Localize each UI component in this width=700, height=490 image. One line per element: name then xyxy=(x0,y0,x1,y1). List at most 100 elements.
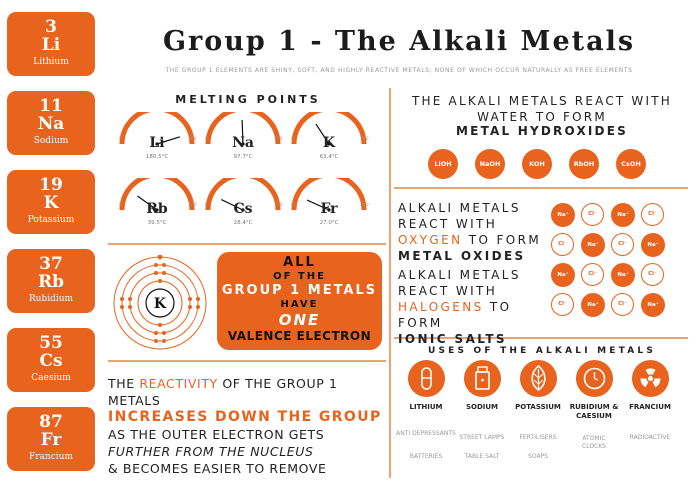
valence-line-1: ALL xyxy=(283,255,316,270)
hydroxide-badge: NaOH xyxy=(475,149,505,179)
sodium-ion: Na⁺ xyxy=(611,263,635,287)
atomic-number: 55 xyxy=(39,333,63,353)
element-symbol: Li xyxy=(41,35,61,55)
element-name: Potassium xyxy=(27,215,75,225)
sodium-ion: Na⁺ xyxy=(551,263,575,287)
melting-gauge-rb: 0 200 Rb 39.5°C xyxy=(117,178,197,240)
gauge-min: 0 xyxy=(119,203,122,208)
gauge-symbol: K xyxy=(322,135,336,151)
use-desc: TABLE SALT xyxy=(464,453,500,460)
chloride-ion: Cl⁻ xyxy=(611,293,634,316)
gauge-min: 0 xyxy=(291,137,294,142)
gauge-max: 200 xyxy=(360,137,369,142)
chloride-ion: Cl⁻ xyxy=(551,293,574,316)
use-name: FRANCIUM xyxy=(629,403,671,411)
gauge-value: 180.5°C xyxy=(145,154,169,160)
chloride-ion: Cl⁻ xyxy=(581,263,604,286)
gauge-min: 0 xyxy=(119,137,122,142)
reactivity-text: FURTHER FROM THE NUCLEUS xyxy=(108,444,314,459)
valence-line-3: GROUP 1 METALS xyxy=(221,283,378,298)
element-symbol: Rb xyxy=(37,272,64,292)
chloride-ion: Cl⁻ xyxy=(641,263,664,286)
sodium-ion: Na⁺ xyxy=(551,203,575,227)
use-desc: STREET LAMPS xyxy=(459,434,505,441)
element-symbol: Fr xyxy=(40,430,62,450)
element-symbol: Cs xyxy=(39,351,63,371)
uses-title: USES OF THE ALKALI METALS xyxy=(427,346,657,356)
sodium-ion: Na⁺ xyxy=(581,293,605,317)
gauge-max: 200 xyxy=(188,203,197,208)
element-tile-caesium: 55 Cs Caesium xyxy=(7,328,95,392)
gauge-dial xyxy=(205,112,281,146)
valence-electron-callout: ALL OF THE GROUP 1 METALS HAVE ONE VALEN… xyxy=(217,252,382,350)
divider-horizontal xyxy=(394,337,688,339)
reactivity-text: AS THE OUTER ELECTRON GETS xyxy=(108,427,325,442)
oxides-statement: ALKALI METALS REACT WITH OXYGEN TO FORM … xyxy=(398,200,548,264)
atomic-number: 19 xyxy=(39,175,63,195)
use-name: RUBIDIUM & CAESIUM xyxy=(569,403,619,420)
hydroxide-badge: RbOH xyxy=(569,149,599,179)
valence-line-4: HAVE xyxy=(280,299,319,310)
element-symbol: K xyxy=(43,193,59,213)
chloride-ion: Cl⁻ xyxy=(611,233,634,256)
gauge-value: 27.0°C xyxy=(319,220,339,226)
valence-line-2: OF THE xyxy=(273,271,326,282)
use-name: SODIUM xyxy=(465,403,499,411)
hydroxide-badge: KOH xyxy=(522,149,552,179)
hydroxides-line-2: WATER TO FORM xyxy=(477,110,607,124)
gauge-max: 200 xyxy=(274,137,283,142)
element-tile-lithium: 3 Li Lithium xyxy=(7,12,95,76)
salt-shaker-icon xyxy=(464,360,501,397)
melting-gauge-cs: 0 200 Cs 28.4°C xyxy=(203,178,283,240)
halogens-line-3: TO FORM xyxy=(398,300,512,330)
oxides-keyword: OXYGEN xyxy=(398,233,463,247)
oxides-line-3: TO FORM xyxy=(462,233,542,247)
use-desc: ANTI DEPRESSANTS xyxy=(396,430,456,437)
use-name: LITHIUM xyxy=(409,403,443,411)
gauge-symbol: Cs xyxy=(233,201,253,217)
gauge-max: 200 xyxy=(274,203,283,208)
melting-gauge-fr: 0 200 Fr 27.0°C xyxy=(289,178,369,240)
halogens-line-2: REACT WITH xyxy=(398,284,498,298)
valence-line-5: ONE xyxy=(278,311,321,329)
sodium-ion: Na⁺ xyxy=(581,233,605,257)
element-name: Lithium xyxy=(33,57,69,67)
sodium-ion: Na⁺ xyxy=(641,293,665,317)
valence-line-6: VALENCE ELECTRON xyxy=(227,329,372,343)
element-tile-sodium: 11 Na Sodium xyxy=(7,91,95,155)
melting-gauge-k: 0 200 K 63.4°C xyxy=(289,112,369,174)
gauge-symbol: Na xyxy=(232,135,254,151)
reactivity-text: OF THE GROUP 1 METALS xyxy=(108,376,338,408)
gauge-dial xyxy=(119,112,195,146)
oxides-line-1: ALKALI METALS xyxy=(398,201,521,215)
gauge-symbol: Li xyxy=(149,135,165,151)
atomic-number: 37 xyxy=(39,254,63,274)
gauge-dial xyxy=(119,178,195,212)
hydroxides-line-1: THE ALKALI METALS REACT WITH xyxy=(411,94,672,108)
gauge-min: 0 xyxy=(291,203,294,208)
halogens-line-1: ALKALI METALS xyxy=(398,268,521,282)
gauge-max: 200 xyxy=(360,203,369,208)
hydroxide-badge: LiOH xyxy=(428,149,458,179)
potassium-atom-diagram: K xyxy=(113,255,207,350)
divider-vertical xyxy=(389,88,391,478)
atomic-number: 87 xyxy=(39,412,63,432)
gauge-dial xyxy=(291,112,367,146)
melting-points-title: MELTING POINTS xyxy=(175,93,321,106)
page-subtitle: THE GROUP 1 ELEMENTS ARE SHINY, SOFT, AN… xyxy=(165,67,633,74)
gauge-max: 200 xyxy=(188,137,197,142)
page-title: Group 1 - The Alkali Metals xyxy=(162,26,636,57)
hydroxides-title: METAL HYDROXIDES xyxy=(456,124,628,138)
gauge-value: 63.4°C xyxy=(319,154,339,160)
use-desc: ATOMIC CLOCKS xyxy=(582,435,606,450)
gauge-min: 0 xyxy=(205,137,208,142)
reactivity-text: & BECOMES EASIER TO REMOVE xyxy=(108,461,327,476)
hydroxides-heading: THE ALKALI METALS REACT WITH WATER TO FO… xyxy=(396,93,688,125)
atomic-number: 11 xyxy=(39,96,63,116)
divider-horizontal xyxy=(108,243,386,245)
element-name: Caesium xyxy=(31,373,71,383)
reactivity-keyword: REACTIVITY xyxy=(139,376,218,391)
use-desc: BATTERIES xyxy=(409,453,443,460)
oxides-line-2: REACT WITH xyxy=(398,217,498,231)
gauge-value: 97.7°C xyxy=(233,154,253,160)
